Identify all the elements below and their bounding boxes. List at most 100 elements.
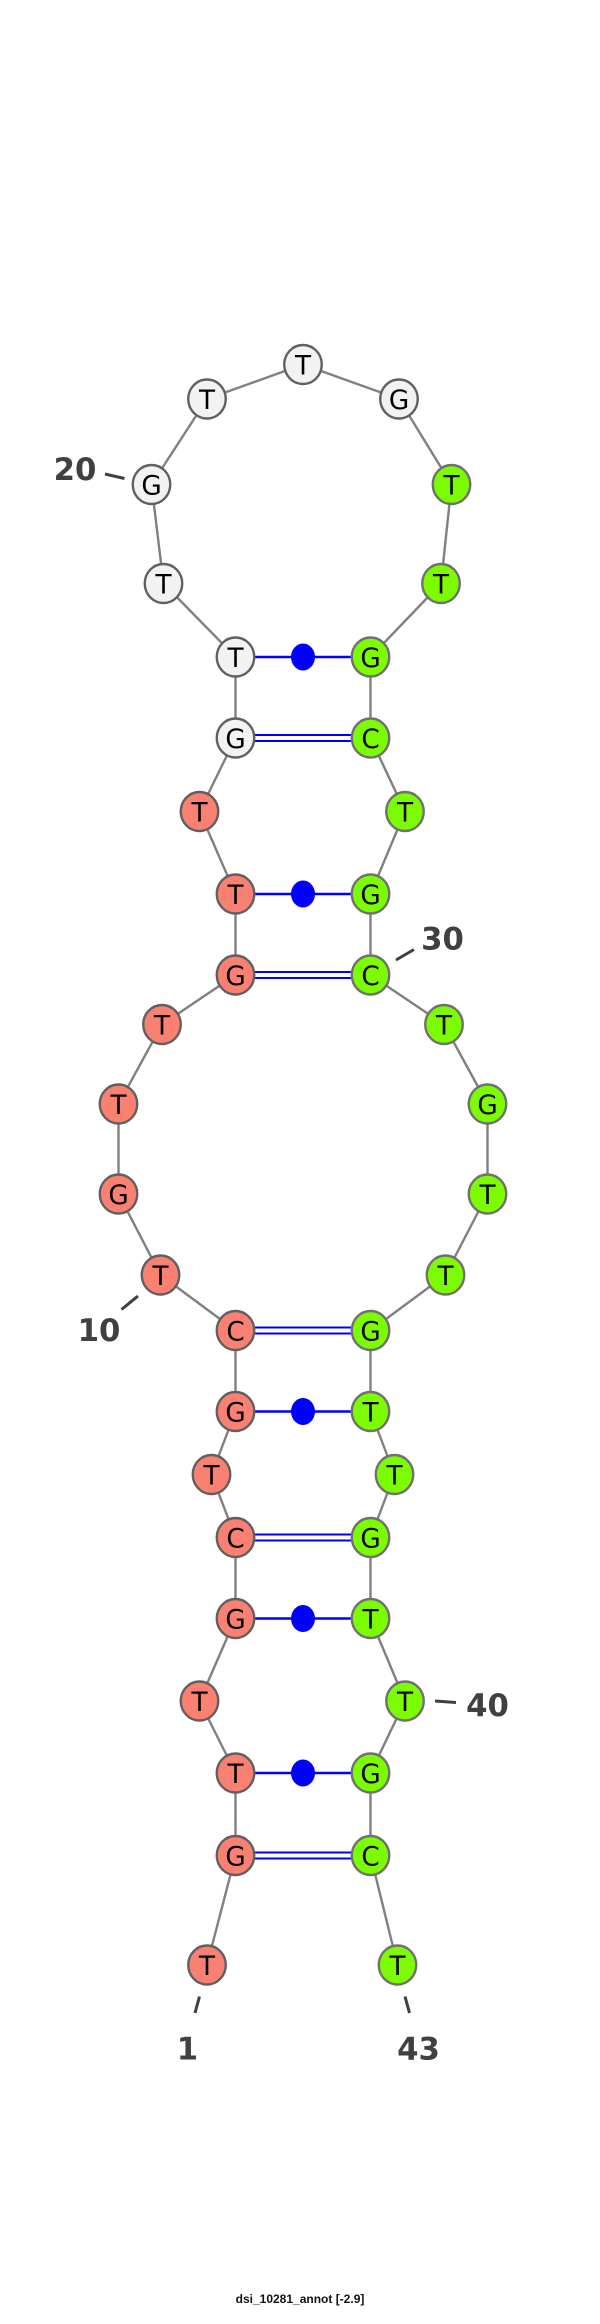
nucleotide-21: T bbox=[187, 378, 227, 420]
svg-text:T: T bbox=[478, 1181, 496, 1211]
structure-title: dsi_10281_annot [-2.9] bbox=[235, 2292, 365, 2306]
nucleotide-37: T bbox=[374, 1453, 415, 1496]
svg-text:G: G bbox=[389, 386, 409, 416]
nucleotide-40: T bbox=[385, 1680, 425, 1722]
nucleotide-27: C bbox=[350, 717, 391, 759]
nucleotide-29: G bbox=[350, 873, 391, 915]
svg-text:T: T bbox=[442, 471, 460, 501]
svg-text:G: G bbox=[141, 471, 161, 501]
svg-text:T: T bbox=[198, 386, 216, 416]
nucleotide-38: G bbox=[350, 1516, 391, 1559]
svg-text:T: T bbox=[435, 1011, 453, 1041]
base-pair-2-42 bbox=[235, 1851, 371, 1860]
number-tick bbox=[403, 1996, 411, 2014]
nucleotide-26: G bbox=[350, 636, 391, 678]
nucleotide-33: T bbox=[467, 1173, 508, 1215]
base-pair-14-30 bbox=[235, 970, 371, 980]
base-pair-5-39 bbox=[235, 1605, 371, 1632]
svg-text:T: T bbox=[153, 1011, 171, 1041]
svg-text:G: G bbox=[477, 1091, 497, 1121]
nucleotide-11: G bbox=[98, 1173, 139, 1215]
number-tick bbox=[120, 1294, 139, 1311]
svg-text:T: T bbox=[198, 1952, 216, 1982]
position-label: 10 bbox=[78, 1313, 121, 1349]
svg-text:T: T bbox=[109, 1091, 127, 1121]
base-pair-18-26 bbox=[235, 643, 371, 671]
nucleotide-5: G bbox=[215, 1597, 256, 1640]
wobble-dot bbox=[291, 880, 315, 908]
svg-text:G: G bbox=[360, 1317, 380, 1347]
svg-text:G: G bbox=[225, 1605, 245, 1635]
number-tick bbox=[193, 1996, 201, 2014]
svg-text:T: T bbox=[151, 1262, 169, 1292]
nucleotide-19: T bbox=[143, 562, 184, 605]
number-tick bbox=[104, 472, 125, 480]
svg-text:C: C bbox=[361, 1842, 379, 1872]
svg-text:G: G bbox=[225, 1398, 245, 1428]
nucleotide-3: T bbox=[215, 1752, 256, 1794]
nucleotide-24: T bbox=[431, 463, 472, 506]
nucleotide-34: T bbox=[425, 1254, 466, 1296]
nucleotide-1: T bbox=[187, 1944, 227, 1986]
svg-text:T: T bbox=[202, 1461, 220, 1491]
svg-text:G: G bbox=[360, 881, 380, 911]
svg-text:T: T bbox=[294, 351, 312, 381]
position-label: 1 bbox=[177, 2032, 198, 2068]
svg-text:C: C bbox=[361, 725, 379, 755]
position-label: 43 bbox=[397, 2032, 440, 2068]
svg-text:T: T bbox=[436, 1262, 454, 1292]
svg-text:G: G bbox=[225, 962, 245, 992]
svg-text:C: C bbox=[361, 962, 379, 992]
nucleotide-30: C bbox=[350, 954, 391, 996]
nucleotide-13: T bbox=[142, 1003, 182, 1046]
nucleotide-14: G bbox=[215, 954, 256, 996]
svg-text:G: G bbox=[360, 644, 380, 674]
nucleotide-39: T bbox=[350, 1597, 391, 1640]
svg-text:C: C bbox=[226, 1317, 244, 1347]
nucleotide-2: G bbox=[215, 1834, 256, 1877]
nucleotide-4: T bbox=[179, 1680, 220, 1722]
base-pair-3-41 bbox=[235, 1759, 371, 1787]
base-pair-9-35 bbox=[235, 1326, 371, 1335]
nucleotide-43: T bbox=[377, 1944, 418, 1986]
nucleotide-9: C bbox=[215, 1309, 256, 1352]
position-label: 20 bbox=[54, 452, 97, 488]
nucleotide-15: T bbox=[215, 873, 256, 915]
svg-text:G: G bbox=[225, 1842, 245, 1872]
svg-text:T: T bbox=[226, 881, 244, 911]
nucleotide-7: T bbox=[191, 1453, 232, 1496]
nucleotide-32: G bbox=[467, 1083, 508, 1125]
nucleotide-20: G bbox=[131, 463, 172, 506]
svg-text:T: T bbox=[226, 1760, 244, 1790]
nucleotide-23: G bbox=[379, 378, 419, 420]
nucleotide-10: T bbox=[140, 1254, 181, 1296]
base-pair-6-38 bbox=[235, 1533, 371, 1542]
base-pair-17-27 bbox=[235, 733, 371, 743]
svg-text:T: T bbox=[385, 1461, 403, 1491]
wobble-dot bbox=[291, 1605, 315, 1632]
wobble-dot bbox=[291, 643, 315, 671]
svg-text:G: G bbox=[225, 725, 245, 755]
nucleotide-25: T bbox=[421, 562, 461, 605]
svg-text:T: T bbox=[396, 798, 414, 828]
svg-text:T: T bbox=[388, 1952, 406, 1982]
nucleotide-28: T bbox=[385, 790, 425, 833]
nucleotide-22: T bbox=[283, 343, 323, 386]
nucleotide-42: C bbox=[350, 1834, 391, 1877]
base-pair-8-36 bbox=[235, 1398, 371, 1425]
svg-text:G: G bbox=[360, 1760, 380, 1790]
nucleotide-8: G bbox=[215, 1390, 256, 1433]
number-tick bbox=[434, 1699, 457, 1704]
svg-text:T: T bbox=[226, 644, 244, 674]
nucleotide-17: G bbox=[215, 717, 256, 759]
svg-text:C: C bbox=[226, 1524, 244, 1554]
base-pair-15-29 bbox=[235, 880, 371, 908]
svg-text:G: G bbox=[360, 1524, 380, 1554]
nucleotide-41: G bbox=[350, 1752, 391, 1794]
number-tick bbox=[395, 948, 415, 962]
svg-text:T: T bbox=[154, 570, 172, 600]
wobble-dot bbox=[291, 1759, 315, 1787]
svg-text:T: T bbox=[396, 1688, 414, 1718]
